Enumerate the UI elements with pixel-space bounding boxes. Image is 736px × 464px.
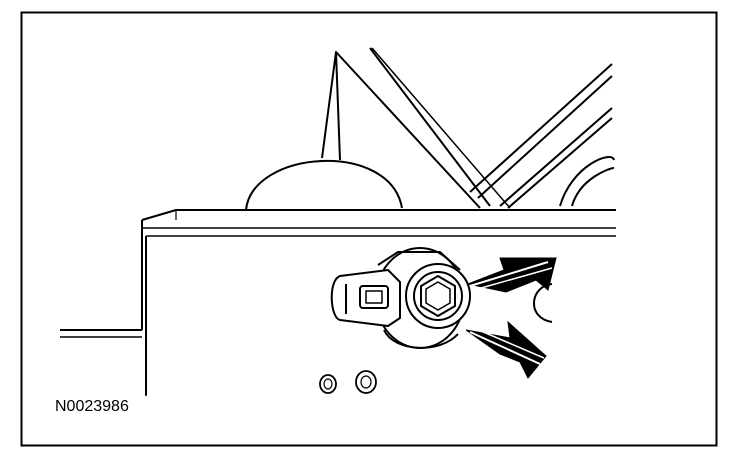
pointer-arrows: [465, 257, 557, 379]
lower-holes: [319, 370, 377, 394]
arrow-upper-icon: [466, 257, 557, 293]
bolt-hex-head: [420, 275, 456, 317]
connector-latch: [359, 285, 389, 309]
background-structure: [245, 47, 615, 211]
panel: [60, 209, 616, 396]
arrow-lower-icon: [465, 320, 547, 379]
sensor-assembly: [330, 247, 471, 349]
figure-id-label: N0023986: [55, 398, 129, 415]
